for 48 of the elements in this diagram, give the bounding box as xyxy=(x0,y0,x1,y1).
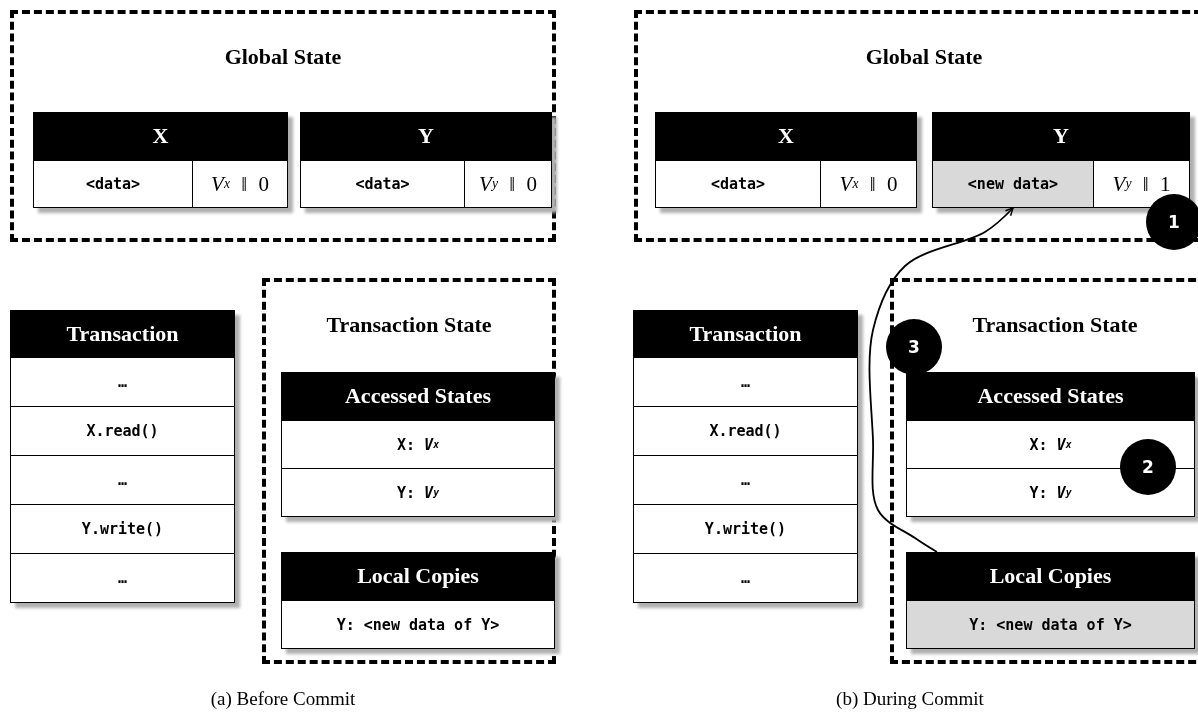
table-card xyxy=(281,552,555,649)
table-card xyxy=(655,112,917,208)
table-cell: <new data> xyxy=(932,160,1094,208)
table-header: Y xyxy=(300,112,552,160)
dashed-panel xyxy=(262,278,556,664)
table-card xyxy=(906,372,1195,517)
table-cell: X.read() xyxy=(633,406,858,456)
table-cell: <data> xyxy=(33,160,193,208)
table-header: Local Copies xyxy=(281,552,555,600)
table-cell: … xyxy=(10,455,235,505)
dashed-panel xyxy=(634,10,1198,242)
table-card xyxy=(300,112,552,208)
table-header: Y xyxy=(932,112,1190,160)
figure-caption: (b) During Commit xyxy=(836,688,984,710)
panel-title: Global State xyxy=(223,44,343,70)
table-header: Accessed States xyxy=(906,372,1195,420)
panel-title: Transaction State xyxy=(971,312,1139,338)
table-cell: … xyxy=(10,553,235,603)
table-cell: Y: <new data of Y> xyxy=(906,600,1195,649)
table-card xyxy=(33,112,288,208)
table-card xyxy=(633,310,858,603)
table-cell: Y: <new data of Y> xyxy=(281,600,555,649)
table-cell: Y.write() xyxy=(10,504,235,554)
arrow xyxy=(868,207,1014,553)
table-cell: <data> xyxy=(300,160,465,208)
table-cell: Y.write() xyxy=(633,504,858,554)
panel-title: Transaction State xyxy=(325,312,493,338)
table-cell: X.read() xyxy=(10,406,235,456)
step-number-badge: 1 xyxy=(1146,194,1198,250)
table-cell: … xyxy=(633,553,858,603)
figure-caption: (a) Before Commit xyxy=(210,688,356,710)
table-card xyxy=(932,112,1190,208)
table-header: Local Copies xyxy=(906,552,1195,600)
panel-title: Global State xyxy=(864,44,984,70)
table-header: Accessed States xyxy=(281,372,555,420)
table-header: X xyxy=(33,112,288,160)
dashed-panel xyxy=(890,278,1198,664)
table-cell: <data> xyxy=(655,160,821,208)
table-card xyxy=(10,310,235,603)
table-header: Transaction xyxy=(633,310,858,358)
table-header: X xyxy=(655,112,917,160)
table-card xyxy=(281,372,555,517)
table-header: Transaction xyxy=(10,310,235,358)
table-cell: … xyxy=(633,455,858,505)
dashed-panel xyxy=(10,10,556,242)
table-card xyxy=(906,552,1195,649)
table-cell: … xyxy=(10,357,235,407)
table-cell: … xyxy=(633,357,858,407)
